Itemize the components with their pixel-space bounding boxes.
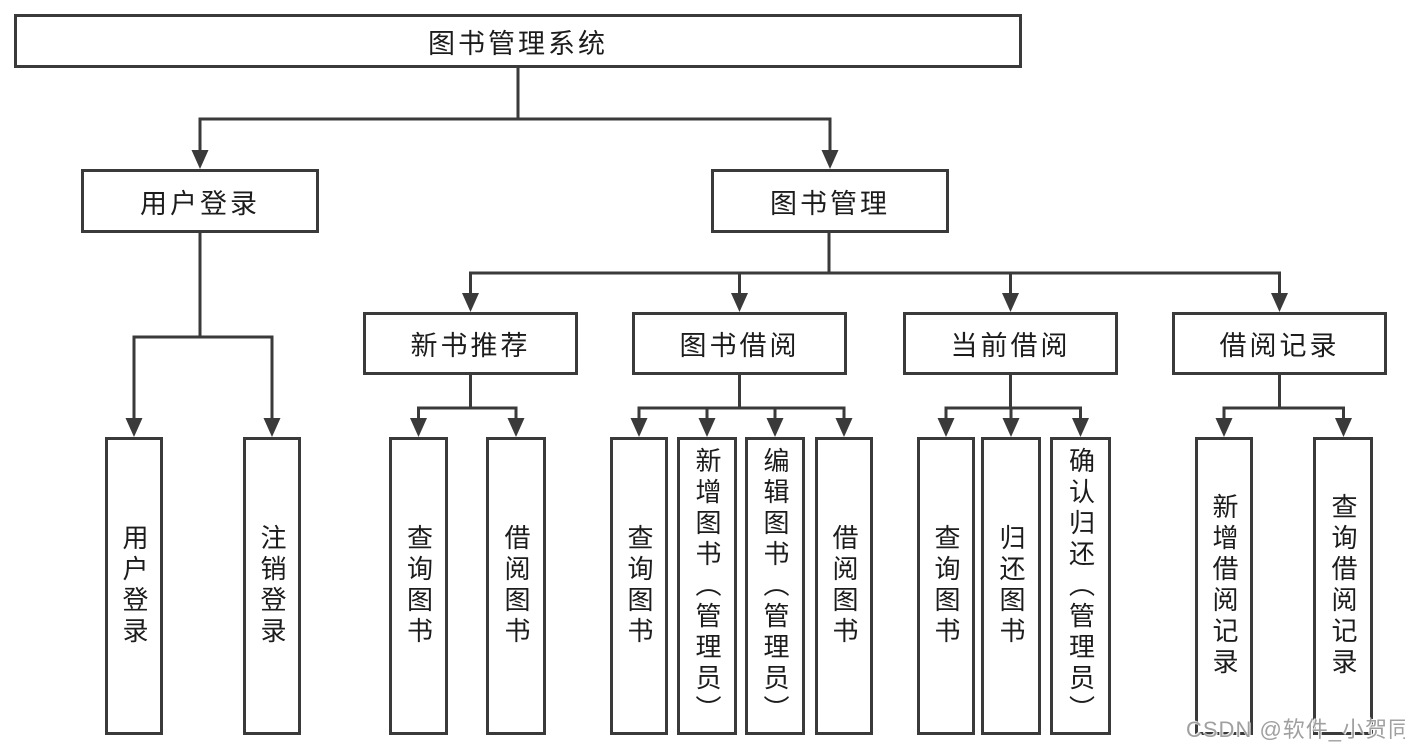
- arrow-down-icon: [125, 418, 143, 437]
- leaf-add-book-admin: 新增图书（管理员）: [677, 437, 737, 735]
- arrow-down-icon: [462, 293, 479, 312]
- leaf-label: 用户登录: [119, 524, 149, 648]
- tree-edges: [132, 66, 1345, 420]
- arrow-down-icon: [937, 418, 955, 437]
- leaf-label: 借阅图书: [829, 524, 859, 648]
- leaf-borrow-book-newbook: 借阅图书: [486, 437, 546, 735]
- arrowheads: [125, 150, 1352, 437]
- leaf-borrow-book-borrowing: 借阅图书: [815, 437, 873, 735]
- leaf-add-borrow-record: 新增借阅记录: [1195, 437, 1253, 735]
- leaf-label: 新增借阅记录: [1209, 493, 1239, 679]
- arrow-down-icon: [1271, 293, 1288, 312]
- arrow-down-icon: [1335, 418, 1352, 437]
- leaf-label: 查询图书: [624, 524, 654, 648]
- node-root: 图书管理系统: [14, 14, 1022, 68]
- arrow-down-icon: [731, 293, 748, 312]
- leaf-confirm-return-admin: 确认归还（管理员）: [1050, 437, 1111, 735]
- node-new-book-recommend: 新书推荐: [363, 312, 578, 375]
- arrow-down-icon: [766, 418, 784, 437]
- leaf-label: 查询图书: [403, 524, 434, 648]
- leaf-label: 借阅图书: [501, 524, 531, 648]
- leaf-query-book-newbook: 查询图书: [389, 437, 448, 735]
- arrow-down-icon: [821, 150, 839, 169]
- arrow-down-icon: [1002, 418, 1020, 437]
- node-book-borrowing: 图书借阅: [632, 312, 847, 375]
- arrow-down-icon: [1215, 418, 1233, 437]
- leaf-return-book: 归还图书: [981, 437, 1041, 735]
- leaf-query-book-current: 查询图书: [917, 437, 975, 735]
- leaf-query-borrow-record: 查询借阅记录: [1313, 437, 1373, 735]
- leaf-query-book-borrowing: 查询图书: [610, 437, 668, 735]
- leaf-logout: 注销登录: [243, 437, 301, 735]
- arrow-down-icon: [698, 418, 716, 437]
- node-borrowing-records: 借阅记录: [1172, 312, 1387, 375]
- arrow-down-icon: [507, 418, 525, 437]
- arrow-down-icon: [1072, 418, 1089, 437]
- node-book-management: 图书管理: [711, 169, 949, 233]
- leaf-label: 归还图书: [996, 524, 1026, 648]
- leaf-label: 确认归还（管理员）: [1065, 446, 1096, 726]
- csdn-watermark: CSDN @软件_小贺同学: [1186, 717, 1405, 742]
- leaf-label: 查询图书: [931, 524, 961, 648]
- arrow-down-icon: [263, 418, 281, 437]
- leaf-label: 编辑图书（管理员）: [760, 446, 790, 726]
- leaf-label: 新增图书（管理员）: [692, 446, 722, 726]
- leaf-user-login: 用户登录: [105, 437, 163, 735]
- leaf-label: 注销登录: [257, 524, 287, 648]
- arrow-down-icon: [191, 150, 209, 169]
- leaf-label: 查询借阅记录: [1328, 493, 1358, 679]
- arrow-down-icon: [835, 418, 853, 437]
- arrow-down-icon: [630, 418, 648, 437]
- node-current-borrowing: 当前借阅: [903, 312, 1118, 375]
- arrow-down-icon: [1002, 293, 1019, 312]
- node-user-login: 用户登录: [81, 169, 319, 233]
- leaf-edit-book-admin: 编辑图书（管理员）: [745, 437, 805, 735]
- arrow-down-icon: [410, 418, 427, 437]
